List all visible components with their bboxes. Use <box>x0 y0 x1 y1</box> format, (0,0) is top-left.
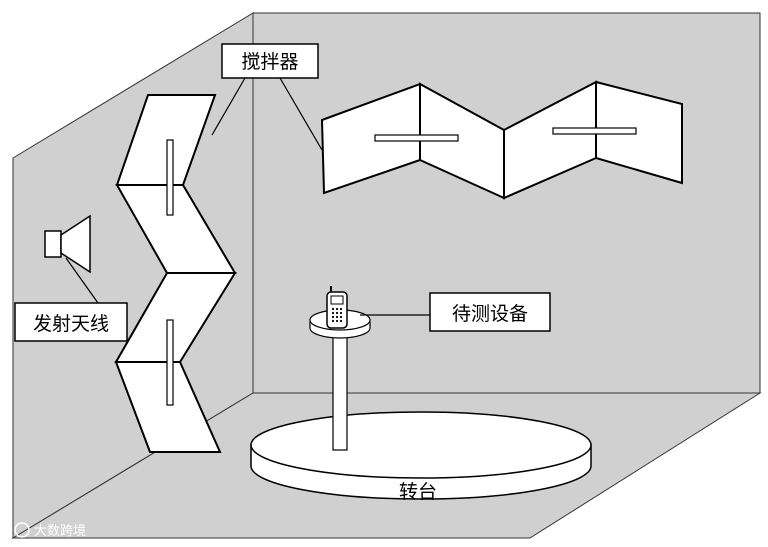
horn-antenna-icon <box>44 214 91 274</box>
antenna-leader-line <box>65 257 99 304</box>
mobile-phone-icon <box>326 286 348 329</box>
watermark-text: 大数跨境 <box>34 524 86 539</box>
vertical-stirrer <box>114 94 237 453</box>
horizontal-stirrer <box>320 80 683 200</box>
device-under-test-label: 待测设备 <box>429 292 551 332</box>
stirrer-label: 搅拌器 <box>221 43 319 79</box>
transmit-antenna-label: 发射天线 <box>14 302 128 342</box>
stirrer-label-text: 搅拌器 <box>241 51 298 73</box>
device-pedestal <box>309 309 371 451</box>
turntable-label: 转台 <box>399 481 437 503</box>
stirrer-leader-line-left <box>211 77 246 136</box>
stirrer-leader-line-right <box>279 77 323 151</box>
watermark: 大数跨境 <box>14 522 86 539</box>
transmit-antenna-label-text: 发射天线 <box>33 313 109 335</box>
device-under-test-label-text: 待测设备 <box>452 303 528 325</box>
watermark-logo-icon <box>14 522 30 538</box>
